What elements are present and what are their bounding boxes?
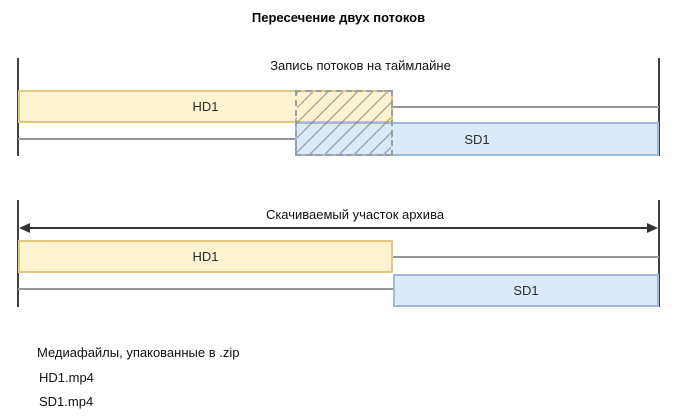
timeline2-hd1-bar-label: HD1 <box>192 249 219 264</box>
timeline1-hd-track-line <box>393 106 659 108</box>
timeline1-sd1-bar: SD1 <box>295 122 659 156</box>
timeline1-sd-track-line <box>18 138 295 140</box>
timeline2-right-boundary-line <box>658 200 660 307</box>
streams-overlap-hatched-region <box>295 90 393 156</box>
timeline1-hd1-bar-label: HD1 <box>192 99 219 114</box>
timeline2-sd1-bar: SD1 <box>393 274 659 307</box>
arrowhead-right-icon <box>647 222 658 233</box>
timeline2-sd-track-line <box>18 288 393 290</box>
timeline1-sd1-bar-label: SD1 <box>464 131 490 147</box>
timeline2-hd-track-line <box>393 256 659 258</box>
arrowhead-left-icon <box>19 222 30 233</box>
file-item-hd1: HD1.mp4 <box>39 370 94 385</box>
timeline1-right-boundary-line <box>658 58 660 156</box>
timeline2-sd1-bar-label: SD1 <box>513 283 539 298</box>
zip-files-heading: Медиафайлы, упакованные в .zip <box>37 345 240 360</box>
page-title: Пересечение двух потоков <box>251 10 426 25</box>
timeline2-label: Скачиваемый участок архива <box>265 207 445 222</box>
timeline2-hd1-bar: HD1 <box>18 240 393 273</box>
timeline1-label: Запись потоков на таймлайне <box>270 58 451 73</box>
download-range-arrow-line <box>29 227 648 229</box>
file-item-sd1: SD1.mp4 <box>39 394 94 409</box>
